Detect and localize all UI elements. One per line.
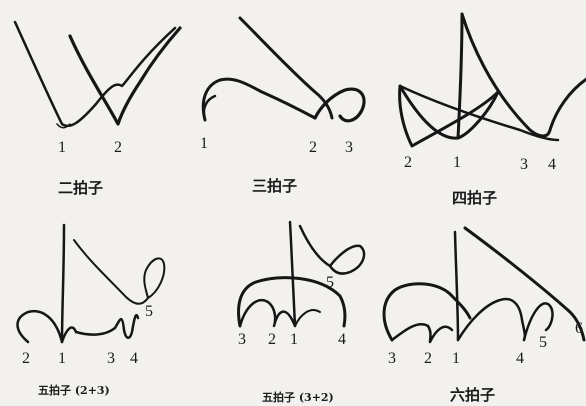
beat-number: 3 <box>520 156 528 173</box>
beat-path <box>238 299 297 328</box>
pattern-title: 二拍子 <box>58 179 103 197</box>
pattern-title: 三拍子 <box>252 177 297 195</box>
beat-path <box>288 220 297 328</box>
beat-path <box>237 276 347 328</box>
beat-number: 5 <box>145 303 153 320</box>
beat-number: 3 <box>388 350 396 367</box>
beat-number: 4 <box>548 156 556 173</box>
pattern-four: 2 1 3 4 四拍子 <box>398 12 586 207</box>
beat-number: 2 <box>114 139 122 156</box>
pattern-title: 六拍子 <box>450 386 495 404</box>
beat-path <box>398 84 500 148</box>
beat-number: 2 <box>424 350 432 367</box>
beat-number: 4 <box>516 350 524 367</box>
pattern-title: 五拍子 (2+3) <box>38 383 110 397</box>
beat-number: 2 <box>22 350 30 367</box>
pattern-three: 1 2 3 三拍子 <box>200 16 366 195</box>
beat-number: 2 <box>268 331 276 348</box>
beat-path <box>16 309 78 344</box>
beat-path <box>238 16 334 120</box>
pattern-five-3-2: 3 2 1 4 5 五拍子 (3+2) <box>237 220 366 404</box>
pattern-title: 四拍子 <box>452 189 497 207</box>
beat-path <box>201 77 317 122</box>
pattern-two: 1 2 二拍子 <box>13 20 182 197</box>
beat-number: 1 <box>200 135 208 152</box>
beat-path <box>74 313 140 339</box>
beat-path <box>398 84 560 142</box>
beat-path <box>453 230 460 342</box>
beat-path <box>382 282 472 342</box>
beat-number: 3 <box>107 350 115 367</box>
beat-number: 2 <box>309 139 317 156</box>
beat-number: 4 <box>130 350 138 367</box>
beat-path <box>73 239 166 305</box>
beat-path <box>522 302 554 342</box>
beat-number: 1 <box>290 331 298 348</box>
beat-path <box>390 323 454 344</box>
beat-number: 2 <box>404 154 412 171</box>
beat-path <box>456 297 527 342</box>
beat-path <box>60 223 66 344</box>
beat-number: 3 <box>345 139 353 156</box>
beat-path <box>456 12 464 140</box>
beat-path <box>460 12 586 138</box>
beat-path <box>68 26 182 126</box>
beat-number: 1 <box>58 350 66 367</box>
beat-path <box>202 94 217 122</box>
beat-path <box>294 309 321 327</box>
beat-number: 1 <box>452 350 460 367</box>
beat-path <box>56 123 71 129</box>
beat-path <box>313 87 366 123</box>
beat-number: 5 <box>326 274 334 291</box>
beat-number: 1 <box>58 139 66 156</box>
beat-number: 1 <box>453 154 461 171</box>
beat-path <box>463 226 586 342</box>
beat-number: 5 <box>539 334 547 351</box>
pattern-five-2-3: 2 1 3 4 5 五拍子 (2+3) <box>16 223 166 397</box>
pattern-title: 五拍子 (3+2) <box>262 390 334 404</box>
beat-number: 4 <box>338 331 346 348</box>
pattern-six: 3 2 1 4 5 6 六拍子 <box>382 226 586 404</box>
beat-number: 6 <box>575 320 583 337</box>
beat-number: 3 <box>238 331 246 348</box>
beat-path <box>13 20 177 128</box>
beat-path <box>298 224 366 275</box>
